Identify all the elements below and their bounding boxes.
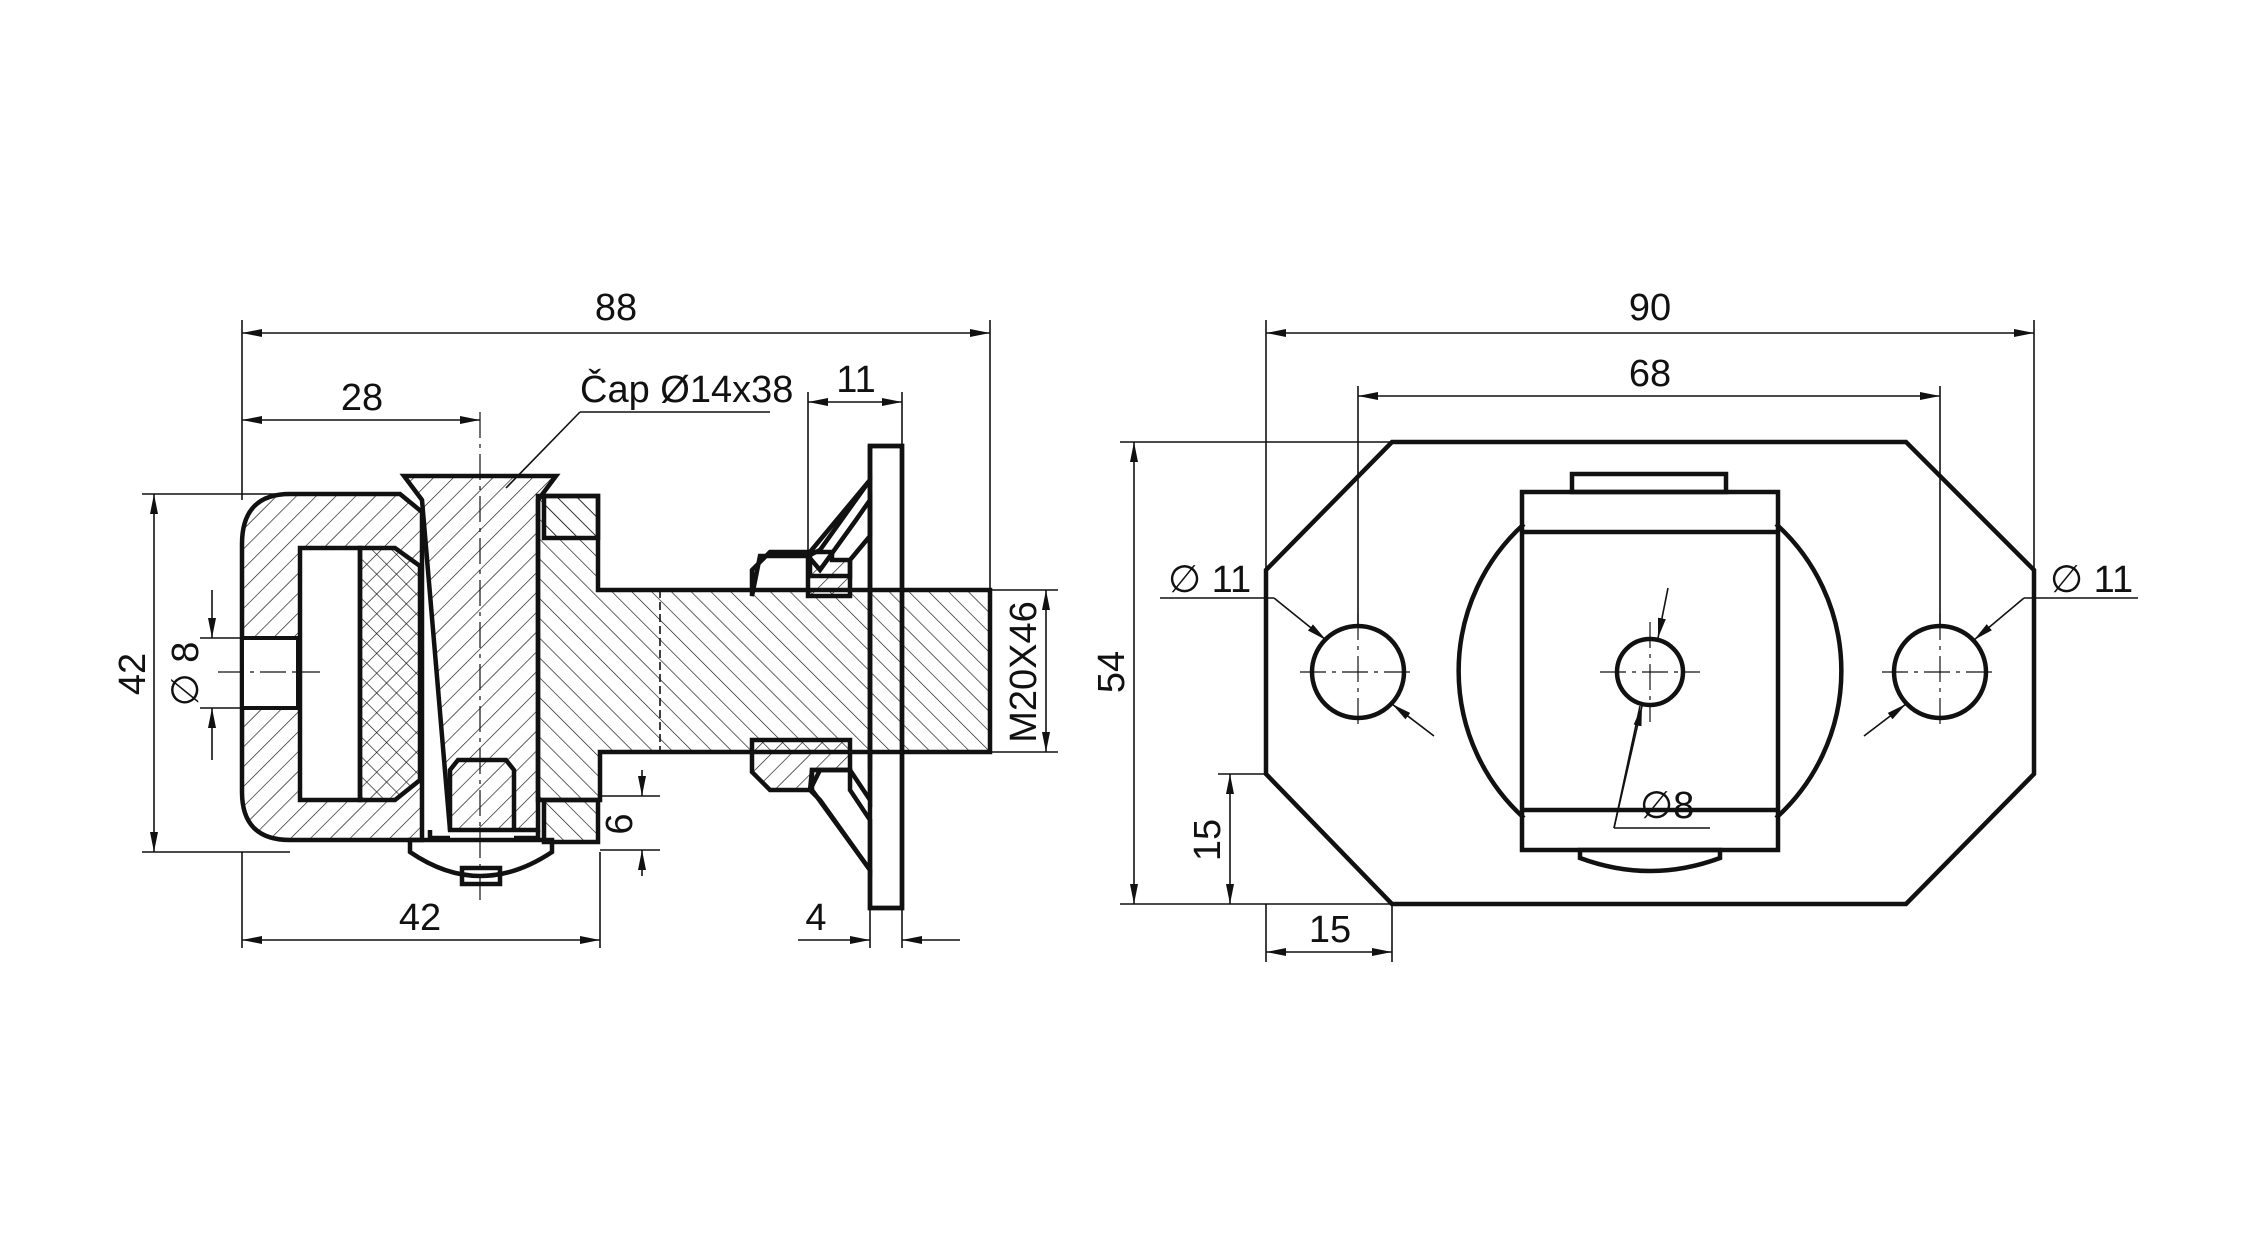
dim-hole-left: ∅ 11 [1168, 559, 1251, 601]
dim-hole-center: ∅8 [1640, 785, 1694, 827]
section-view [218, 412, 993, 911]
mounting-plate [1263, 439, 2037, 907]
dim-6: 6 [599, 813, 641, 834]
dim-90: 90 [1629, 287, 1671, 329]
pin-head [407, 837, 555, 879]
dim-11: 11 [836, 359, 875, 401]
dim-hole-right: ∅ 11 [2050, 559, 2133, 601]
plan-dimensions: 90 68 54 15 15 ∅ 11 ∅ 11 ∅8 [1091, 287, 2138, 962]
dim-thread: M20X46 [1003, 601, 1045, 743]
dim-28: 28 [341, 377, 383, 419]
dim-68: 68 [1629, 353, 1671, 395]
section-dimensions: 88 28 Čap Ø14x38 11 42 ∅ 8 42 6 [112, 287, 1058, 948]
dim-54: 54 [1091, 651, 1133, 693]
dim-15-horizontal: 15 [1309, 909, 1351, 951]
liner-section [357, 545, 423, 803]
dim-15-vertical: 15 [1187, 819, 1229, 861]
dim-88: 88 [595, 287, 637, 329]
pin-label: Čap Ø14x38 [580, 367, 793, 411]
dim-4: 4 [805, 897, 826, 939]
housing-hole [240, 636, 300, 710]
dim-hole-8: ∅ 8 [165, 642, 207, 707]
dim-42-width: 42 [399, 897, 441, 939]
plan-view [1263, 439, 2037, 907]
dim-42-height: 42 [112, 653, 154, 695]
round-boss [1456, 522, 1844, 820]
